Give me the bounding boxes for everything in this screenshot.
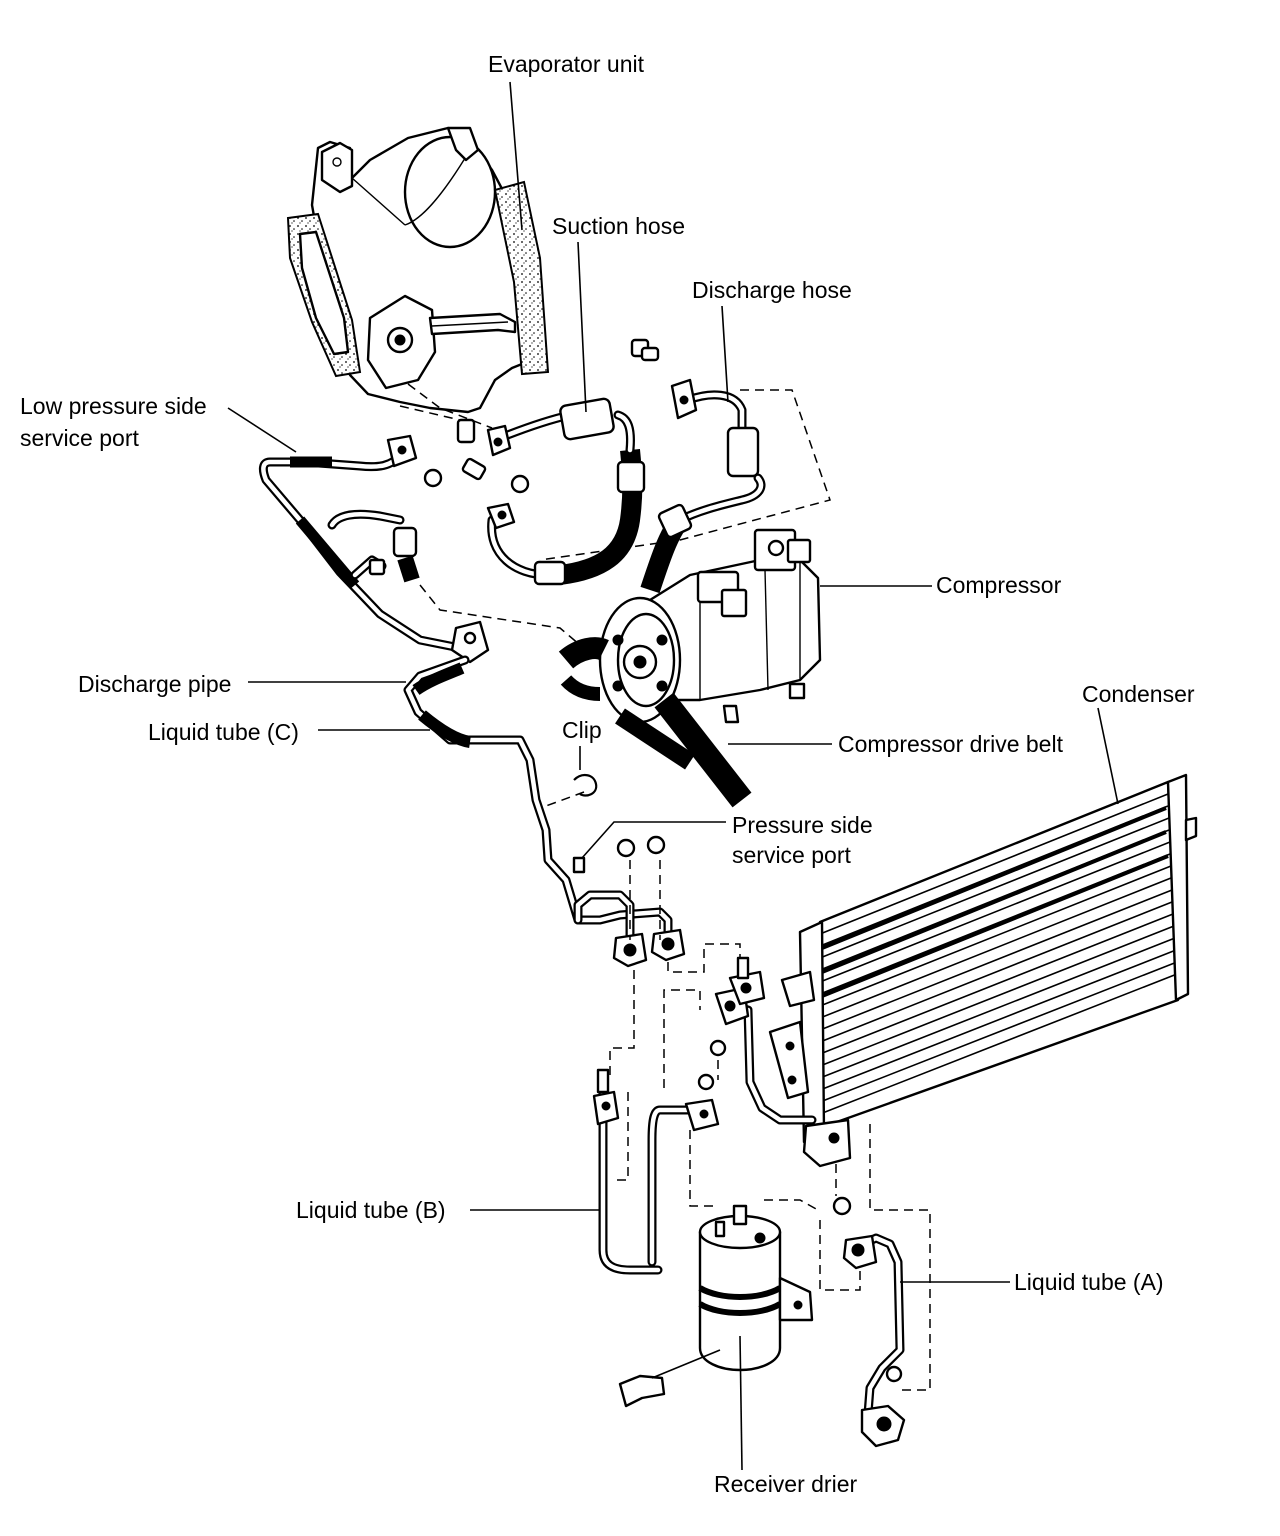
compressor-drive-belt xyxy=(558,637,752,808)
label-compressor: Compressor xyxy=(936,572,1062,598)
label-pressure-port-line1: Pressure side xyxy=(732,812,873,838)
receiver-drier xyxy=(618,1204,814,1408)
discharge-hose xyxy=(640,378,766,594)
label-liquid-tube-c: Liquid tube (C) xyxy=(148,719,299,745)
leader-lines xyxy=(227,81,1119,1471)
alignment-lines xyxy=(399,383,931,1391)
discharge-pipe xyxy=(327,509,490,664)
label-liquid-tube-a: Liquid tube (A) xyxy=(1014,1269,1164,1295)
clip xyxy=(573,774,598,797)
label-discharge-hose: Discharge hose xyxy=(692,277,852,303)
label-evaporator-unit: Evaporator unit xyxy=(488,51,645,77)
low-pressure-pipe xyxy=(258,434,477,653)
label-compressor-drive-belt: Compressor drive belt xyxy=(838,731,1064,757)
condenser-fins xyxy=(819,793,1178,1115)
label-pressure-port-line2: service port xyxy=(732,842,851,868)
liquid-tube-b xyxy=(592,1039,727,1275)
condenser-inlet-pipe xyxy=(714,956,817,1125)
liquid-tube-a xyxy=(832,1196,906,1448)
suction-hose xyxy=(486,397,646,586)
label-condenser: Condenser xyxy=(1082,681,1195,707)
condenser xyxy=(768,773,1198,1168)
fasteners-upper xyxy=(423,338,660,494)
label-discharge-pipe: Discharge pipe xyxy=(78,671,231,697)
label-low-pressure-port-line1: Low pressure side xyxy=(20,393,207,419)
compressor xyxy=(598,528,822,724)
evaporator-unit xyxy=(286,126,550,414)
label-receiver-drier: Receiver drier xyxy=(714,1471,857,1497)
label-clip: Clip xyxy=(562,717,602,743)
label-low-pressure-port-line2: service port xyxy=(20,425,139,451)
label-liquid-tube-b: Liquid tube (B) xyxy=(296,1197,446,1223)
labels: Evaporator unit Suction hose Discharge h… xyxy=(20,51,1195,1497)
label-suction-hose: Suction hose xyxy=(552,213,685,239)
